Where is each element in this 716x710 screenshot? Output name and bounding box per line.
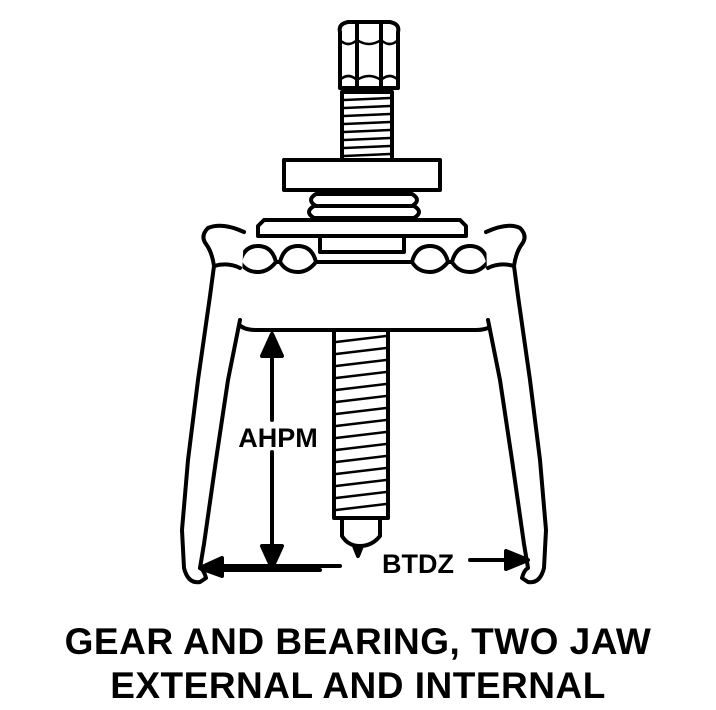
coupling-rings bbox=[307, 192, 421, 220]
lower-screw-thread bbox=[332, 328, 390, 558]
hex-nut bbox=[337, 20, 401, 90]
top-plate bbox=[282, 158, 442, 192]
vertical-dimension-line bbox=[260, 332, 284, 570]
caption-line-1: GEAR AND BEARING, TWO JAW bbox=[64, 621, 652, 662]
vertical-dimension-label: AHPM bbox=[238, 423, 318, 453]
upper-screw-thread bbox=[340, 90, 394, 162]
right-jaw bbox=[484, 223, 548, 585]
puller-head bbox=[234, 234, 498, 332]
left-jaw bbox=[180, 223, 246, 585]
caption-line-2: EXTERNAL AND INTERNAL bbox=[110, 665, 606, 706]
horizontal-dimension-label: BTDZ bbox=[382, 549, 454, 579]
washer-plate bbox=[256, 218, 468, 238]
horizontal-dimension-line bbox=[198, 549, 530, 578]
